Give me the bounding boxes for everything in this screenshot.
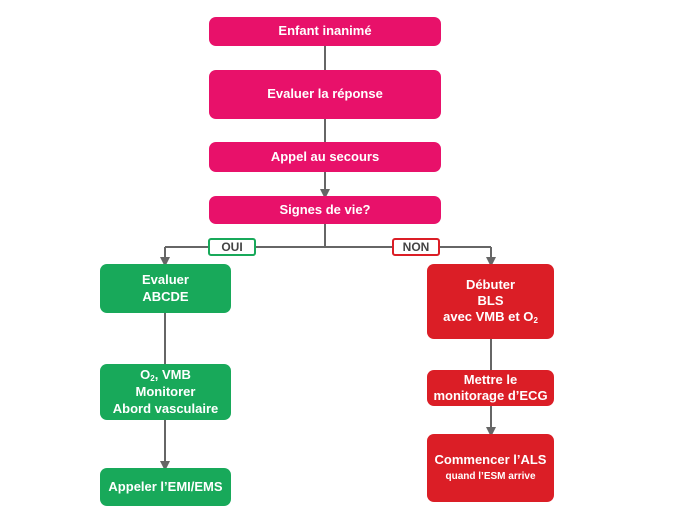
node-evaluate-response: Evaluer la réponse — [209, 70, 441, 119]
node-bls-line1: Débuter — [465, 276, 516, 292]
bls-line3-subscript: 2 — [533, 316, 538, 326]
node-oxygen-monitor: O2, VMB Monitorer Abord vasculaire — [100, 364, 231, 420]
node-signs-of-life-label: Signes de vie? — [279, 201, 371, 217]
node-ecg-line2: monitorage d’ECG — [433, 388, 548, 403]
oxygen-subscript: 2 — [150, 374, 155, 384]
node-start: Enfant inanimé — [209, 17, 441, 46]
node-ecg-line1: Mettre le — [463, 371, 518, 387]
node-bls-line2: BLS — [477, 293, 504, 308]
node-start-label: Enfant inanimé — [278, 23, 372, 39]
oxygen-symbol: O — [140, 367, 151, 383]
node-als-line1: Commencer l’ALS — [434, 452, 547, 468]
node-bls-line3: avec VMB et O2 — [443, 309, 538, 326]
node-call-ems: Appeler l’EMI/EMS — [100, 468, 231, 506]
no-tag-label: NON — [402, 240, 430, 254]
node-evaluate-response-label: Evaluer la réponse — [267, 86, 383, 102]
yes-tag: OUI — [208, 238, 256, 256]
oxygen-suffix: , VMB — [154, 367, 191, 383]
node-oxygen-line: O2, VMB — [140, 367, 191, 384]
node-call-help: Appel au secours — [209, 142, 441, 172]
bls-line3-prefix: avec VMB et O — [443, 309, 534, 325]
node-start-bls: Débuter BLS avec VMB et O2 — [427, 264, 554, 339]
node-assess-line1: Evaluer — [142, 272, 189, 288]
node-als-line2: quand l’ESM arrive — [445, 471, 536, 483]
node-vascular-line: Abord vasculaire — [112, 400, 219, 416]
node-monitor-line: Monitorer — [135, 384, 196, 400]
node-call-help-label: Appel au secours — [270, 148, 380, 164]
node-start-als: Commencer l’ALS quand l’ESM arrive — [427, 434, 554, 502]
node-assess-abcde: Evaluer ABCDE — [100, 264, 231, 313]
node-ecg-monitoring: Mettre le monitorage d’ECG — [427, 370, 554, 406]
no-tag: NON — [392, 238, 440, 256]
node-assess-line2: ABCDE — [142, 288, 189, 304]
yes-tag-label: OUI — [221, 240, 243, 254]
node-call-ems-label: Appeler l’EMI/EMS — [108, 478, 223, 494]
node-signs-of-life: Signes de vie? — [209, 196, 441, 224]
